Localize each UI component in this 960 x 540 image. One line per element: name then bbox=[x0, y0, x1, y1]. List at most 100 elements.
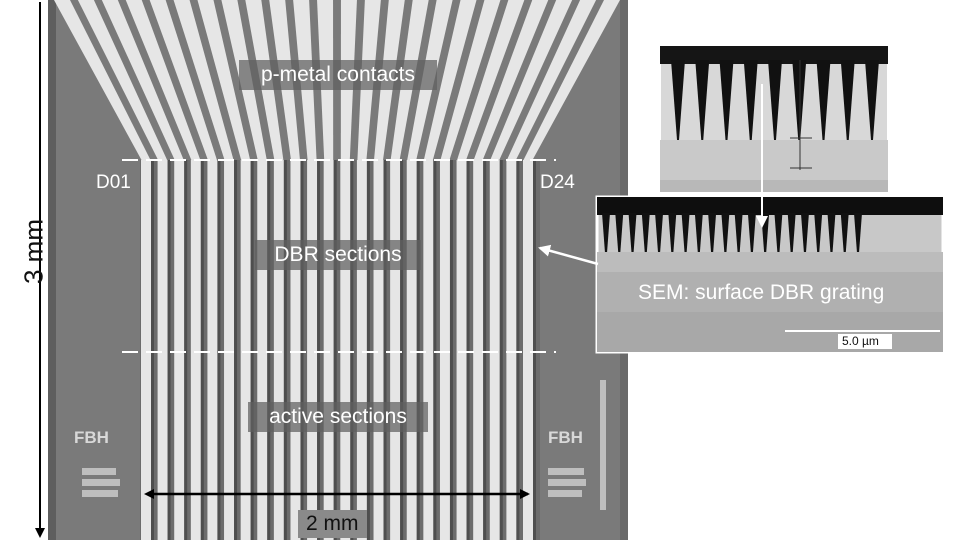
laser-stripe bbox=[356, 160, 367, 540]
grating-groove bbox=[655, 213, 664, 253]
stripe-shadow bbox=[350, 160, 354, 540]
fan-contact bbox=[440, 0, 501, 160]
laser-stripe bbox=[423, 160, 434, 540]
chip-edge-shadow bbox=[48, 0, 56, 540]
grating-groove bbox=[814, 213, 823, 253]
laser-stripe bbox=[174, 160, 185, 540]
grating-groove bbox=[719, 60, 734, 140]
laser-stripe bbox=[390, 160, 401, 540]
laser-stripe bbox=[523, 160, 533, 540]
grating-groove bbox=[840, 213, 849, 253]
grating-groove bbox=[768, 60, 782, 140]
laser-stripe bbox=[207, 160, 218, 540]
stripe-shadow bbox=[217, 160, 221, 540]
scale-bar-box bbox=[838, 334, 892, 349]
stripe-shadow bbox=[533, 160, 536, 540]
laser-stripe bbox=[290, 160, 301, 540]
grating-groove bbox=[695, 60, 710, 140]
grating-groove bbox=[747, 213, 756, 253]
section-dividers bbox=[122, 159, 556, 353]
grating-groove bbox=[827, 213, 836, 253]
stripe-shadow bbox=[433, 160, 437, 540]
grating-groove bbox=[671, 60, 685, 140]
grating-groove bbox=[840, 60, 855, 140]
dbr-sections-label: DBR sections bbox=[255, 240, 421, 270]
stripe-shadow bbox=[449, 160, 453, 540]
grating-groove bbox=[694, 213, 703, 253]
grating-groove bbox=[668, 213, 677, 253]
laser-stripe bbox=[307, 160, 318, 540]
stripe-shadow bbox=[317, 160, 321, 540]
laser-stripe bbox=[373, 160, 384, 540]
laser-stripe bbox=[273, 160, 284, 540]
fan-contact bbox=[197, 0, 251, 160]
grating-groove bbox=[734, 213, 743, 253]
fan-contact bbox=[173, 0, 234, 160]
fan-contact bbox=[101, 0, 184, 160]
stripe-shadow bbox=[300, 160, 304, 540]
fan-contact bbox=[523, 0, 620, 160]
stripe-shadow bbox=[151, 160, 154, 540]
grating-groove bbox=[721, 213, 730, 253]
fan-contact bbox=[423, 0, 477, 160]
fan-contact bbox=[149, 0, 217, 160]
laser-stripes bbox=[141, 160, 536, 540]
laser-stripe bbox=[224, 160, 235, 540]
laser-stripe bbox=[406, 160, 417, 540]
grating-groove bbox=[743, 60, 758, 140]
grating-groove bbox=[854, 213, 862, 253]
p-metal-contacts-label: p-metal contacts bbox=[239, 60, 437, 90]
stripe-shadow bbox=[200, 160, 204, 540]
active-sections-label: active sections bbox=[248, 402, 428, 432]
grating-groove bbox=[615, 213, 624, 253]
grating-groove bbox=[708, 213, 717, 253]
stripe-shadow bbox=[234, 160, 238, 540]
fan-contact bbox=[125, 0, 201, 160]
grating-groove bbox=[641, 213, 650, 253]
fan-contact bbox=[506, 0, 597, 160]
laser-stripe bbox=[506, 160, 517, 540]
chip-markings bbox=[82, 380, 606, 510]
laser-stripe bbox=[489, 160, 500, 540]
stripe-shadow bbox=[383, 160, 387, 540]
width-dimension-label: 2 mm bbox=[298, 510, 367, 538]
grating-groove bbox=[774, 213, 783, 253]
laser-stripe bbox=[323, 160, 334, 540]
stripe-shadow bbox=[416, 160, 420, 540]
stripe-shadow bbox=[184, 160, 188, 540]
laser-stripe bbox=[141, 160, 151, 540]
stripe-shadow bbox=[499, 160, 503, 540]
grating-groove bbox=[800, 213, 809, 253]
fan-contact bbox=[473, 0, 549, 160]
device-label-last: D24 bbox=[540, 172, 575, 193]
grating-groove bbox=[792, 60, 807, 140]
fan-contact bbox=[457, 0, 525, 160]
stripe-shadow bbox=[283, 160, 287, 540]
laser-stripe bbox=[257, 160, 268, 540]
sem-top-teeth bbox=[671, 60, 879, 140]
pointer-arrow bbox=[538, 244, 599, 266]
fan-contact bbox=[77, 0, 168, 160]
device-label-first: D01 bbox=[96, 172, 131, 193]
stripe-shadow bbox=[333, 160, 337, 540]
scale-bar-label: 5.0 µm bbox=[842, 334, 879, 348]
stripe-shadow bbox=[400, 160, 404, 540]
stripe-shadow bbox=[483, 160, 487, 540]
laser-stripe bbox=[340, 160, 351, 540]
fan-contact bbox=[54, 0, 151, 160]
stripe-shadow bbox=[250, 160, 254, 540]
logo-left: FBH bbox=[74, 428, 109, 447]
laser-stripe bbox=[240, 160, 251, 540]
stripe-shadow bbox=[267, 160, 271, 540]
sem-caption: SEM: surface DBR grating bbox=[638, 281, 885, 304]
grating-groove bbox=[865, 60, 879, 140]
fan-contact bbox=[490, 0, 573, 160]
logo-right: FBH bbox=[548, 428, 583, 447]
grating-groove bbox=[628, 213, 637, 253]
stripe-shadow bbox=[366, 160, 370, 540]
stripe-shadow bbox=[466, 160, 470, 540]
laser-stripe bbox=[190, 160, 201, 540]
sem-inset-large bbox=[595, 195, 945, 354]
